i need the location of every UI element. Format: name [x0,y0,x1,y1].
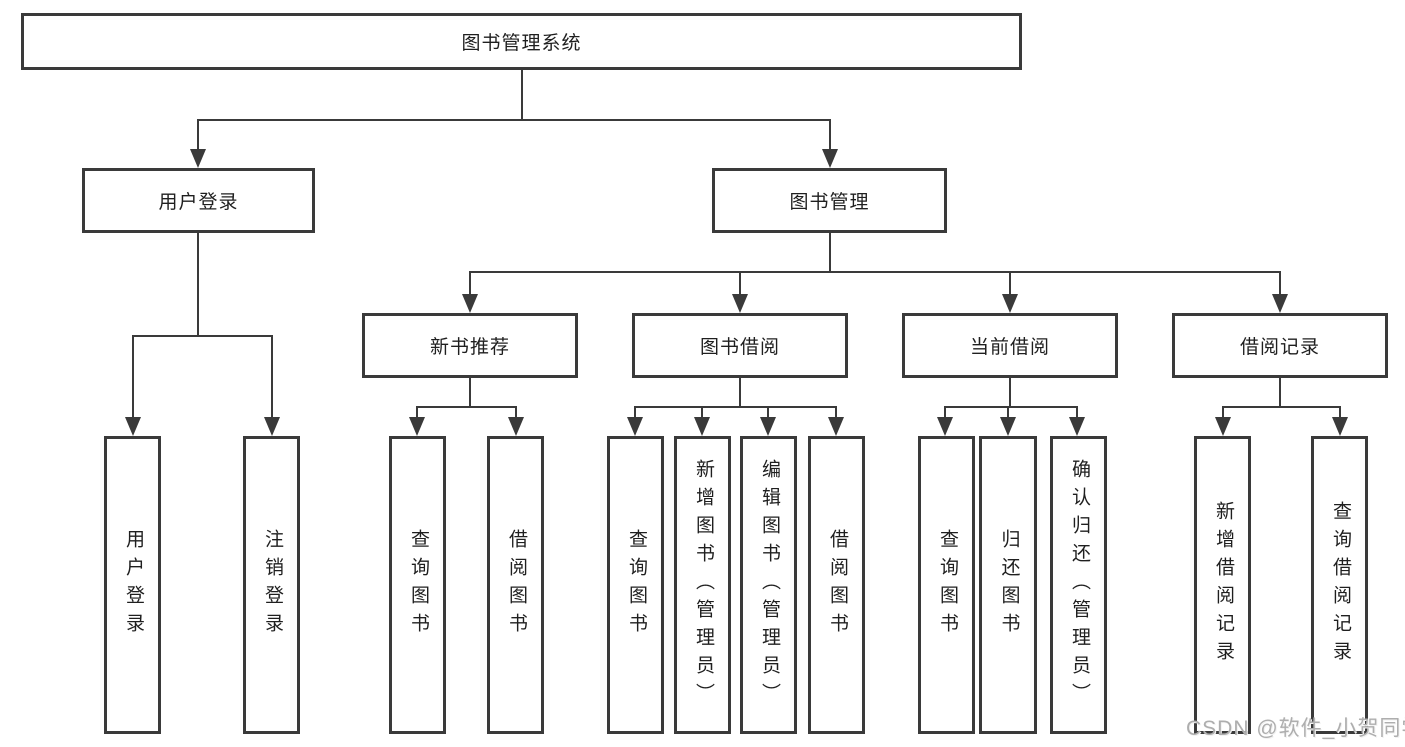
arrowhead-down-icon [937,417,953,436]
leaf-logout: 注销登录 [243,436,300,734]
leaf-confirm-return-admin-label: 确认归还（管理员） [1068,459,1090,711]
arrowhead-down-icon [732,294,748,313]
connector-line [739,378,741,407]
node-current-borrowing-label: 当前借阅 [969,337,1050,358]
leaf-query-books-borrow-label: 查询图书 [625,529,647,641]
arrowhead-down-icon [1215,417,1231,436]
connector-line [835,406,837,418]
connector-line [829,233,831,272]
node-book-borrowing-label: 图书借阅 [699,337,780,358]
node-new-book-recommendation-label: 新书推荐 [429,337,510,358]
node-borrowing-records-label: 借阅记录 [1239,337,1320,358]
leaf-confirm-return-admin: 确认归还（管理员） [1050,436,1107,734]
connector-line [197,119,199,150]
connector-line [701,406,703,418]
leaf-return-books: 归还图书 [979,436,1037,734]
arrowhead-down-icon [409,417,425,436]
leaf-user-login-label: 用户登录 [122,529,144,641]
node-book-borrowing: 图书借阅 [632,313,848,378]
node-user-login-label: 用户登录 [158,192,239,213]
leaf-borrow-books-recommend-label: 借阅图书 [505,529,527,641]
connector-line [469,271,471,295]
connector-line [1222,406,1224,418]
connector-line [1279,378,1281,407]
leaf-query-borrow-record-label: 查询借阅记录 [1329,501,1351,669]
arrowhead-down-icon [508,417,524,436]
leaf-borrow-books-label: 借阅图书 [826,529,848,641]
arrowhead-down-icon [1002,294,1018,313]
connector-line [1222,406,1341,408]
arrowhead-down-icon [694,417,710,436]
arrowhead-down-icon [822,149,838,168]
connector-line [521,70,523,120]
arrowhead-down-icon [190,149,206,168]
connector-line [1007,406,1009,418]
connector-line [416,406,517,408]
connector-line [469,378,471,407]
connector-line [1009,271,1011,295]
leaf-query-books-current-label: 查询图书 [936,529,958,641]
connector-line [944,406,946,418]
node-current-borrowing: 当前借阅 [902,313,1118,378]
leaf-query-books-recommend-label: 查询图书 [407,529,429,641]
leaf-user-login: 用户登录 [104,436,161,734]
connector-line [271,335,273,418]
connector-line [1279,271,1281,295]
node-user-login: 用户登录 [82,168,315,233]
connector-line [132,335,273,337]
csdn-watermark: CSDN @软件_小贺同学 [1186,717,1405,740]
arrowhead-down-icon [828,417,844,436]
connector-line [739,271,741,295]
connector-line [132,335,134,418]
connector-line [515,406,517,418]
node-library-system: 图书管理系统 [21,13,1022,70]
arrowhead-down-icon [1069,417,1085,436]
node-borrowing-records: 借阅记录 [1172,313,1388,378]
leaf-add-books-admin: 新增图书（管理员） [674,436,731,734]
leaf-query-books-current: 查询图书 [918,436,975,734]
arrowhead-down-icon [1000,417,1016,436]
connector-line [945,406,1078,408]
arrowhead-down-icon [264,417,280,436]
leaf-query-borrow-record: 查询借阅记录 [1311,436,1368,734]
connector-line [1076,406,1078,418]
leaf-edit-books-admin-label: 编辑图书（管理员） [758,459,780,711]
arrowhead-down-icon [1332,417,1348,436]
connector-line [1339,406,1341,418]
leaf-add-books-admin-label: 新增图书（管理员） [692,459,714,711]
node-book-management: 图书管理 [712,168,947,233]
arrowhead-down-icon [1272,294,1288,313]
node-book-management-label: 图书管理 [789,192,870,213]
leaf-logout-label: 注销登录 [261,529,283,641]
node-new-book-recommendation: 新书推荐 [362,313,578,378]
leaf-edit-books-admin: 编辑图书（管理员） [740,436,797,734]
connector-line [634,406,636,418]
leaf-query-books-borrow: 查询图书 [607,436,664,734]
connector-line [767,406,769,418]
leaf-return-books-label: 归还图书 [998,529,1020,641]
connector-line [634,406,837,408]
arrowhead-down-icon [627,417,643,436]
leaf-query-books-recommend: 查询图书 [389,436,446,734]
connector-line [1009,378,1011,407]
leaf-borrow-books-recommend: 借阅图书 [487,436,544,734]
arrowhead-down-icon [760,417,776,436]
leaf-add-borrow-record-label: 新增借阅记录 [1212,501,1234,669]
connector-line [197,233,199,336]
leaf-add-borrow-record: 新增借阅记录 [1194,436,1251,734]
node-library-system-label: 图书管理系统 [461,33,582,54]
leaf-borrow-books: 借阅图书 [808,436,865,734]
connector-line [416,406,418,418]
connector-line [469,271,1281,273]
arrowhead-down-icon [125,417,141,436]
connector-line [197,119,831,121]
arrowhead-down-icon [462,294,478,313]
connector-line [829,119,831,150]
